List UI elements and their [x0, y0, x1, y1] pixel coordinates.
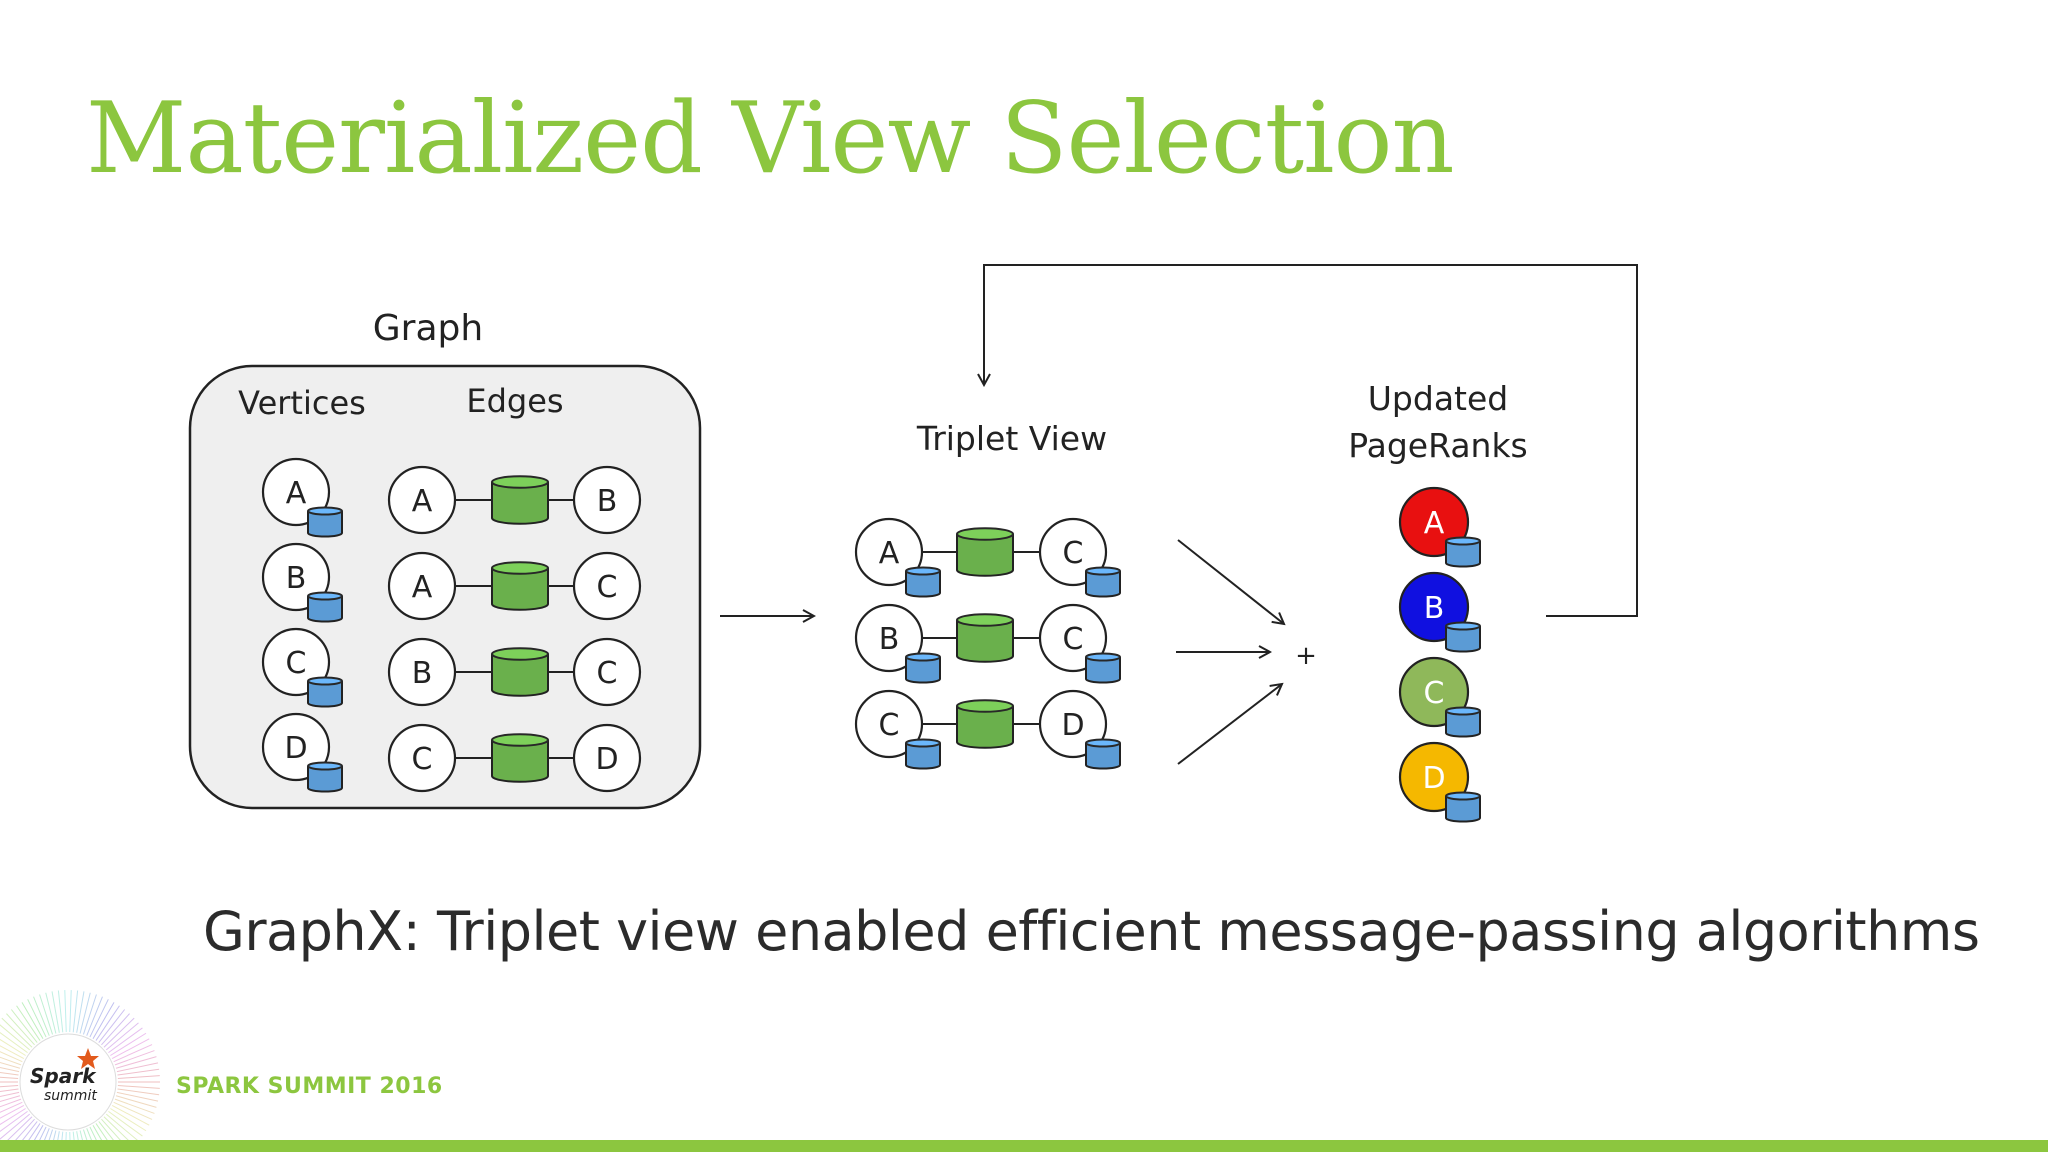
edge-data-icon	[491, 475, 549, 525]
triplet-src-node: B	[854, 603, 924, 673]
arrow-aggregate-top	[1177, 539, 1284, 624]
graph-label: Graph	[373, 308, 483, 349]
node-label: D	[1061, 708, 1084, 743]
vertex-data-icon	[1445, 621, 1481, 653]
node-label: A	[286, 476, 307, 511]
node-label: A	[879, 536, 900, 571]
vertex-data-icon	[307, 676, 343, 708]
vertex-data-icon	[1445, 791, 1481, 823]
pageranks-label-line2: PageRanks	[1348, 426, 1528, 465]
vertices-label: Vertices	[238, 384, 366, 422]
node-label: C	[1063, 622, 1084, 657]
triplet-src-node: C	[854, 689, 924, 759]
node-label: C	[1063, 536, 1084, 571]
vertex-data-icon	[905, 738, 941, 770]
vertex-data-icon	[1445, 536, 1481, 568]
node-label: B	[1424, 591, 1445, 626]
node-label: A	[412, 570, 433, 605]
aggregate-plus: +	[1295, 641, 1317, 671]
edge-dst-node: B	[572, 465, 642, 535]
slide-subtitle: GraphX: Triplet view enabled efficient m…	[203, 900, 1980, 963]
node-label: B	[879, 622, 900, 657]
node-label: C	[597, 570, 618, 605]
edge-src-node: A	[387, 551, 457, 621]
node-label: B	[412, 656, 433, 691]
vertex-data-icon	[307, 591, 343, 623]
vertex-data-icon	[1085, 652, 1121, 684]
vertices-group: A B C D	[261, 457, 343, 793]
vertex-data-icon	[1085, 566, 1121, 598]
node-label: C	[597, 656, 618, 691]
node-label: A	[412, 484, 433, 519]
edge-src-node: C	[387, 723, 457, 793]
edges-label: Edges	[466, 382, 563, 420]
node-label: D	[595, 742, 618, 777]
edge-data-icon	[956, 699, 1014, 749]
edge-data-icon	[491, 561, 549, 611]
pageranks-group: A B C D	[1398, 486, 1481, 823]
node-label: D	[1422, 761, 1445, 796]
edge-data-icon	[491, 733, 549, 783]
vertex-data-icon	[905, 566, 941, 598]
node-label: B	[597, 484, 618, 519]
logo-spark-text: Spark	[30, 1064, 97, 1088]
vertex-data-icon	[307, 761, 343, 793]
node-label: A	[1424, 506, 1445, 541]
spark-summit-logo: Spark summit	[0, 990, 160, 1152]
triplet-src-node: A	[854, 517, 924, 587]
feedback-loop-arrow	[984, 264, 1638, 617]
pageranks-label-line1: Updated	[1368, 379, 1508, 418]
spark-star-icon	[77, 1048, 99, 1069]
vertex-data-icon	[1085, 738, 1121, 770]
arrow-aggregate-bottom	[1177, 684, 1282, 765]
logo-summit-text: summit	[44, 1088, 97, 1104]
node-label: C	[1424, 676, 1445, 711]
node-label: C	[286, 646, 307, 681]
edge-src-node: B	[387, 637, 457, 707]
edge-dst-node: C	[572, 551, 642, 621]
edge-src-node: A	[387, 465, 457, 535]
triplet-view-label: Triplet View	[916, 419, 1107, 458]
node-label: C	[879, 708, 900, 743]
node-label: B	[286, 561, 307, 596]
edge-data-icon	[956, 613, 1014, 663]
footer-event-name: SPARK SUMMIT 2016	[176, 1074, 443, 1099]
vertex-data-icon	[307, 506, 343, 538]
node-label: D	[284, 731, 307, 766]
edge-dst-node: D	[572, 723, 642, 793]
vertex-data-icon	[1445, 706, 1481, 738]
edge-data-icon	[491, 647, 549, 697]
edge-data-icon	[956, 527, 1014, 577]
vertex-data-icon	[905, 652, 941, 684]
edge-dst-node: C	[572, 637, 642, 707]
node-label: C	[412, 742, 433, 777]
slide-title: Materialized View Selection	[86, 82, 1455, 196]
bottom-accent-bar	[0, 1140, 2048, 1152]
